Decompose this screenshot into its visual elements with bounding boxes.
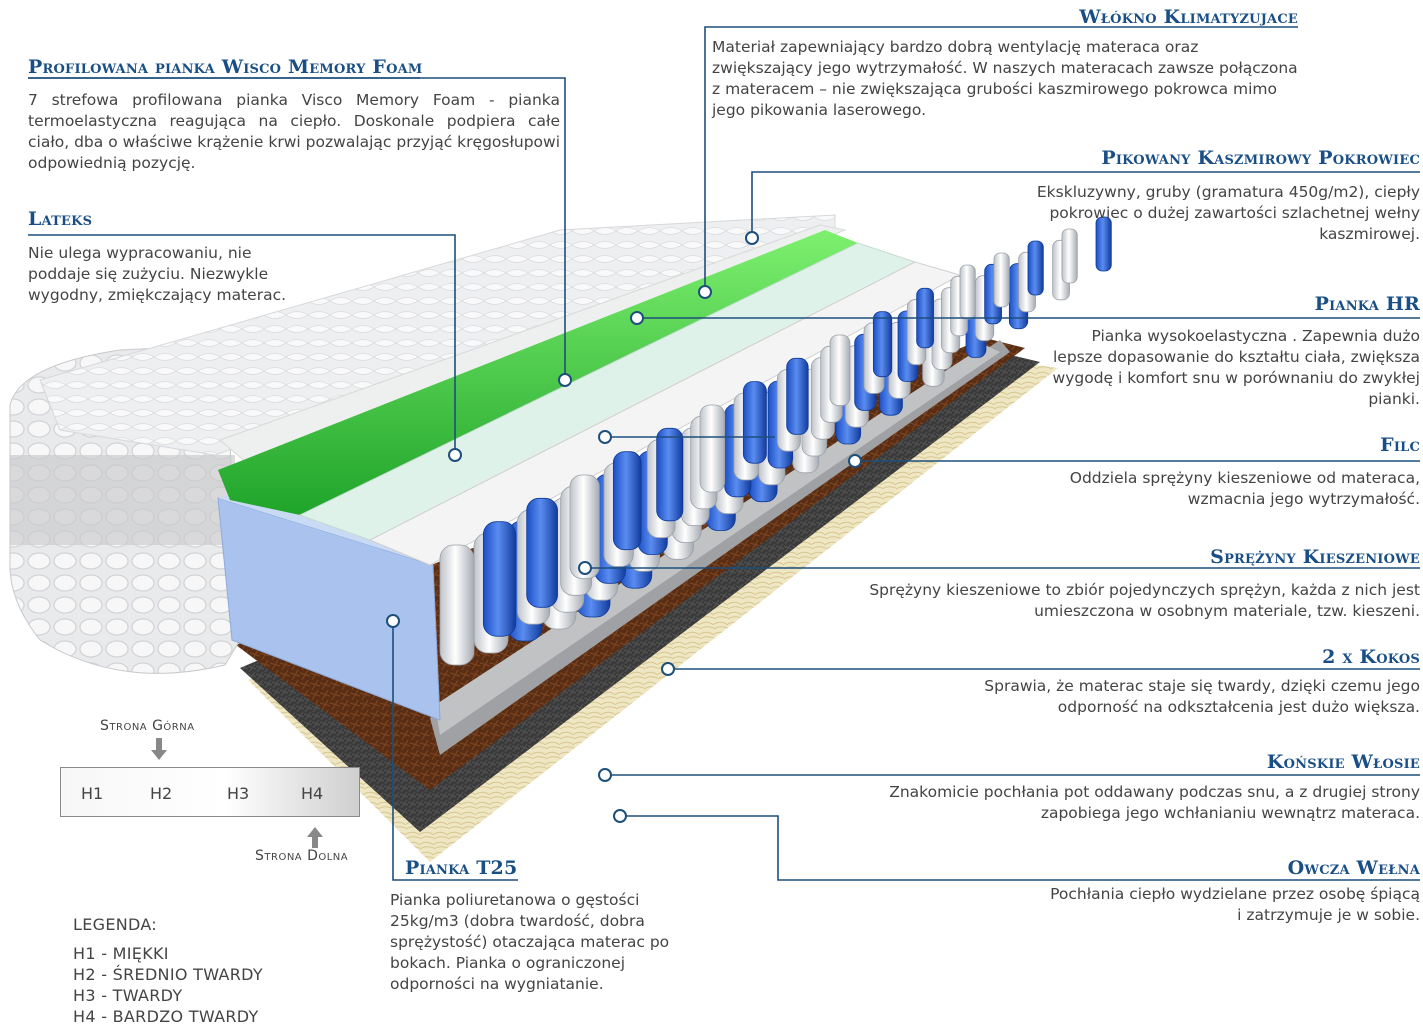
pocket-spring xyxy=(482,521,517,637)
latex-green-layer xyxy=(218,230,858,515)
sprezyny-title: Sprężyny Kieszeniowe xyxy=(1210,546,1420,568)
lateks-text: Nie ulega wypracowaniu, nie poddaje się … xyxy=(28,244,287,304)
legend-item-h1: H1 - MIĘKKI xyxy=(73,944,169,963)
arrow-down-head xyxy=(151,750,167,760)
lateks-title: Lateks xyxy=(28,208,93,230)
pocket-spring xyxy=(1061,228,1078,284)
hr-text: Pianka wysokoelastyczna . Zapewnia dużo … xyxy=(1052,327,1420,408)
pocket-spring xyxy=(1095,216,1112,272)
legend-item-h4: H4 - BARDZO TWARDY xyxy=(73,1007,259,1026)
filc-title: Filc xyxy=(1380,434,1420,456)
legend-item-h2: H2 - ŚREDNIO TWARDY xyxy=(73,965,263,984)
kokos-text: Sprawia, że materac staje się twardy, dz… xyxy=(984,677,1420,716)
leader-lines xyxy=(28,26,1420,881)
sprezyny-text: Sprężyny kieszeniowe to zbiór pojedynczy… xyxy=(869,581,1420,620)
pocket-spring xyxy=(699,404,726,493)
pocket-spring xyxy=(656,427,684,522)
t25-title: Pianka T25 xyxy=(405,857,518,879)
visco-title: Profilowana pianka Wisco Memory Foam xyxy=(28,56,423,78)
pikowany-title: Pikowany Kaszmirowy Pokrowiec xyxy=(1101,147,1420,169)
felt-gray xyxy=(435,345,1000,735)
t25-foam-block xyxy=(217,497,441,721)
arrow-down-icon xyxy=(156,738,162,752)
hardness-scale: H1 H2 H3 H4 xyxy=(60,767,360,817)
wlosie-title: Końskie Włosie xyxy=(1266,751,1420,773)
pocket-spring xyxy=(786,357,809,435)
hardness-h1: H1 xyxy=(81,784,104,803)
pocket-spring xyxy=(1027,240,1044,296)
pocket-spring xyxy=(872,311,893,378)
pocket-spring xyxy=(612,451,642,551)
hardness-h4: H4 xyxy=(301,784,324,803)
wlokno-text: Materiał zapewniający bardzo dobrą wenty… xyxy=(712,38,1298,119)
filc-text: Oddziela sprężyny kieszeniowe od materac… xyxy=(1069,469,1420,508)
legend-title: LEGENDA: xyxy=(73,915,157,934)
cover-band xyxy=(10,455,235,545)
pocket-spring xyxy=(993,252,1010,308)
hr-title: Pianka HR xyxy=(1314,293,1420,315)
hardness-h3: H3 xyxy=(227,784,250,803)
kokos-title: 2 x Kokos xyxy=(1322,646,1420,668)
welna-text: Pochłania ciepło wydzielane przez osobę … xyxy=(1050,885,1420,924)
hardness-h2: H2 xyxy=(150,784,173,803)
pocket-spring xyxy=(959,264,976,320)
visco-text: 7 strefowa profilowana pianka Visco Memo… xyxy=(28,91,560,172)
pocket-spring xyxy=(439,544,475,666)
t25-text: Pianka poliuretanowa o gęstości 25kg/m3 … xyxy=(390,891,670,993)
legend-item-h3: H3 - TWARDY xyxy=(73,986,183,1005)
arrow-up-icon xyxy=(312,836,318,848)
pocket-spring xyxy=(569,474,600,579)
top-side-label: Strona Górna xyxy=(100,718,195,734)
pocket-spring xyxy=(742,381,767,464)
pocket-spring xyxy=(829,334,851,406)
arrow-up-head xyxy=(307,827,323,837)
pocket-spring xyxy=(526,497,558,608)
leader-dots xyxy=(386,231,862,823)
bottom-side-label: Strona Dolna xyxy=(255,848,349,864)
pocket-springs xyxy=(439,216,1112,666)
welna-title: Owcza Wełna xyxy=(1287,857,1420,879)
wlosie-text: Znakomicie pochłania pot oddawany podcza… xyxy=(889,783,1420,822)
wlokno-title: Włókno Klimatyzujace xyxy=(1079,6,1298,28)
pikowany-text: Ekskluzywny, gruby (gramatura 450g/m2), … xyxy=(1036,183,1420,243)
